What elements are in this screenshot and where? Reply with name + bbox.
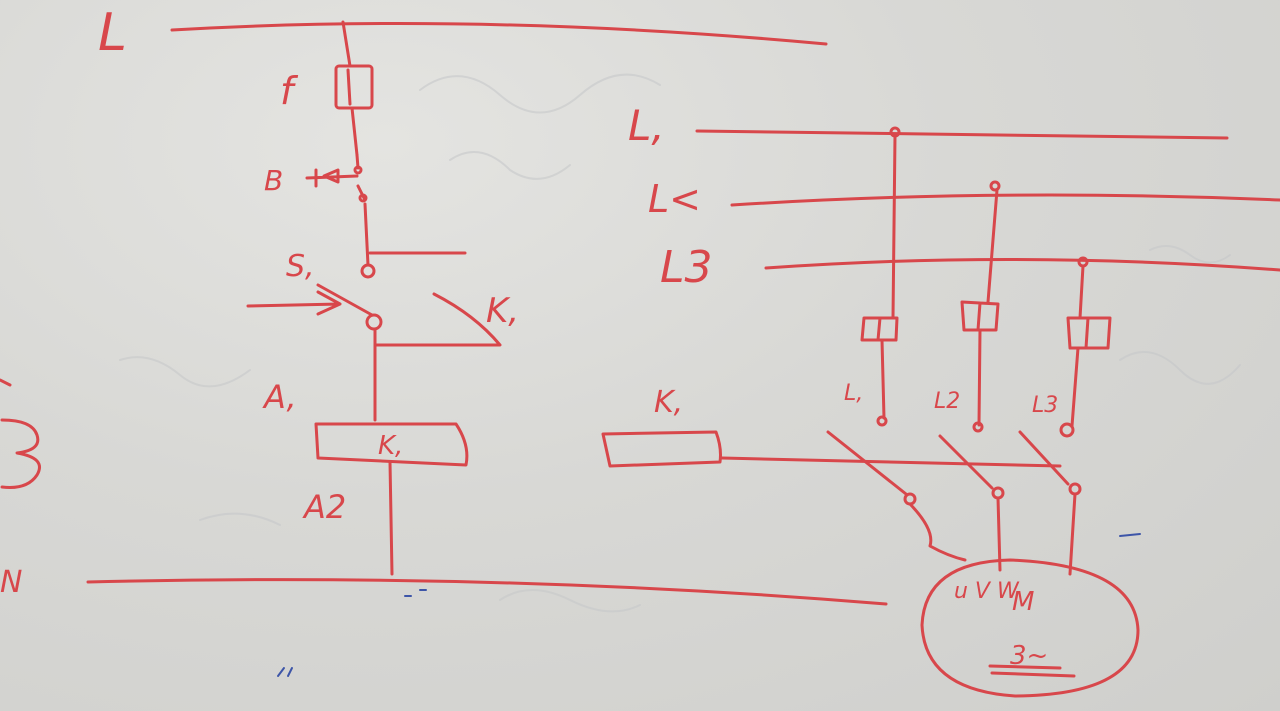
line-l-bus — [170, 22, 828, 46]
label-motor-m: M — [1012, 587, 1034, 617]
motor-m-circle — [920, 558, 1140, 698]
edge-squiggle — [0, 378, 41, 489]
blue-marker-specks — [277, 533, 1141, 677]
line-l2-bus — [730, 193, 1280, 207]
switch-s1-blade — [316, 283, 374, 317]
button-b-symbol — [305, 153, 367, 202]
line-l3-bus — [764, 257, 1280, 272]
label-a2: A2 — [302, 488, 346, 526]
label-n: N — [0, 565, 22, 600]
line-l1-bus — [695, 129, 1229, 140]
power-circuit — [601, 126, 1280, 698]
contact-l2-blade — [938, 434, 994, 490]
labels: L f B S, K, A, K, A2 N L, L< L3 K, L, L2… — [0, 3, 1058, 671]
control-circuit — [0, 20, 888, 606]
switch-s1-top-terminal — [360, 263, 376, 279]
label-l2: L< — [648, 177, 701, 221]
fuse-l1-symbol — [860, 316, 899, 342]
label-contact-k1: K, — [486, 291, 519, 331]
fuse-l3-symbol — [1066, 316, 1112, 350]
label-l1: L, — [628, 101, 665, 150]
label-coil-k1: K, — [378, 431, 403, 461]
fuse-l2-symbol — [960, 300, 1000, 332]
label-f: f — [280, 69, 299, 113]
label-l3: L3 — [660, 242, 713, 293]
line-n-bus — [86, 578, 888, 606]
ghost-writing — [119, 73, 1241, 613]
control-wire-top — [341, 20, 352, 68]
contact-k1-symbol — [373, 292, 502, 347]
label-fuse-l2: L2 — [934, 389, 960, 414]
label-a1: A, — [262, 378, 297, 416]
label-s1: S, — [286, 249, 315, 284]
switch-s1-arrow — [246, 290, 342, 316]
contactor-k1-coil — [601, 430, 722, 468]
contact-l3-blade — [1018, 430, 1070, 486]
label-fuse-l3: L3 — [1032, 393, 1058, 418]
label-motor-phase: 3~ — [1010, 641, 1048, 671]
contact-l1-blade — [826, 430, 908, 496]
label-k1-main: K, — [654, 385, 683, 420]
label-b: B — [264, 164, 283, 197]
label-l: L — [98, 3, 127, 63]
label-fuse-l1: L, — [844, 381, 863, 406]
label-motor-uvw: u V W — [954, 579, 1020, 604]
contactor-k1-linkage — [720, 456, 1062, 468]
coil-k1-symbol — [314, 422, 469, 467]
fuse-f-symbol — [334, 64, 374, 110]
